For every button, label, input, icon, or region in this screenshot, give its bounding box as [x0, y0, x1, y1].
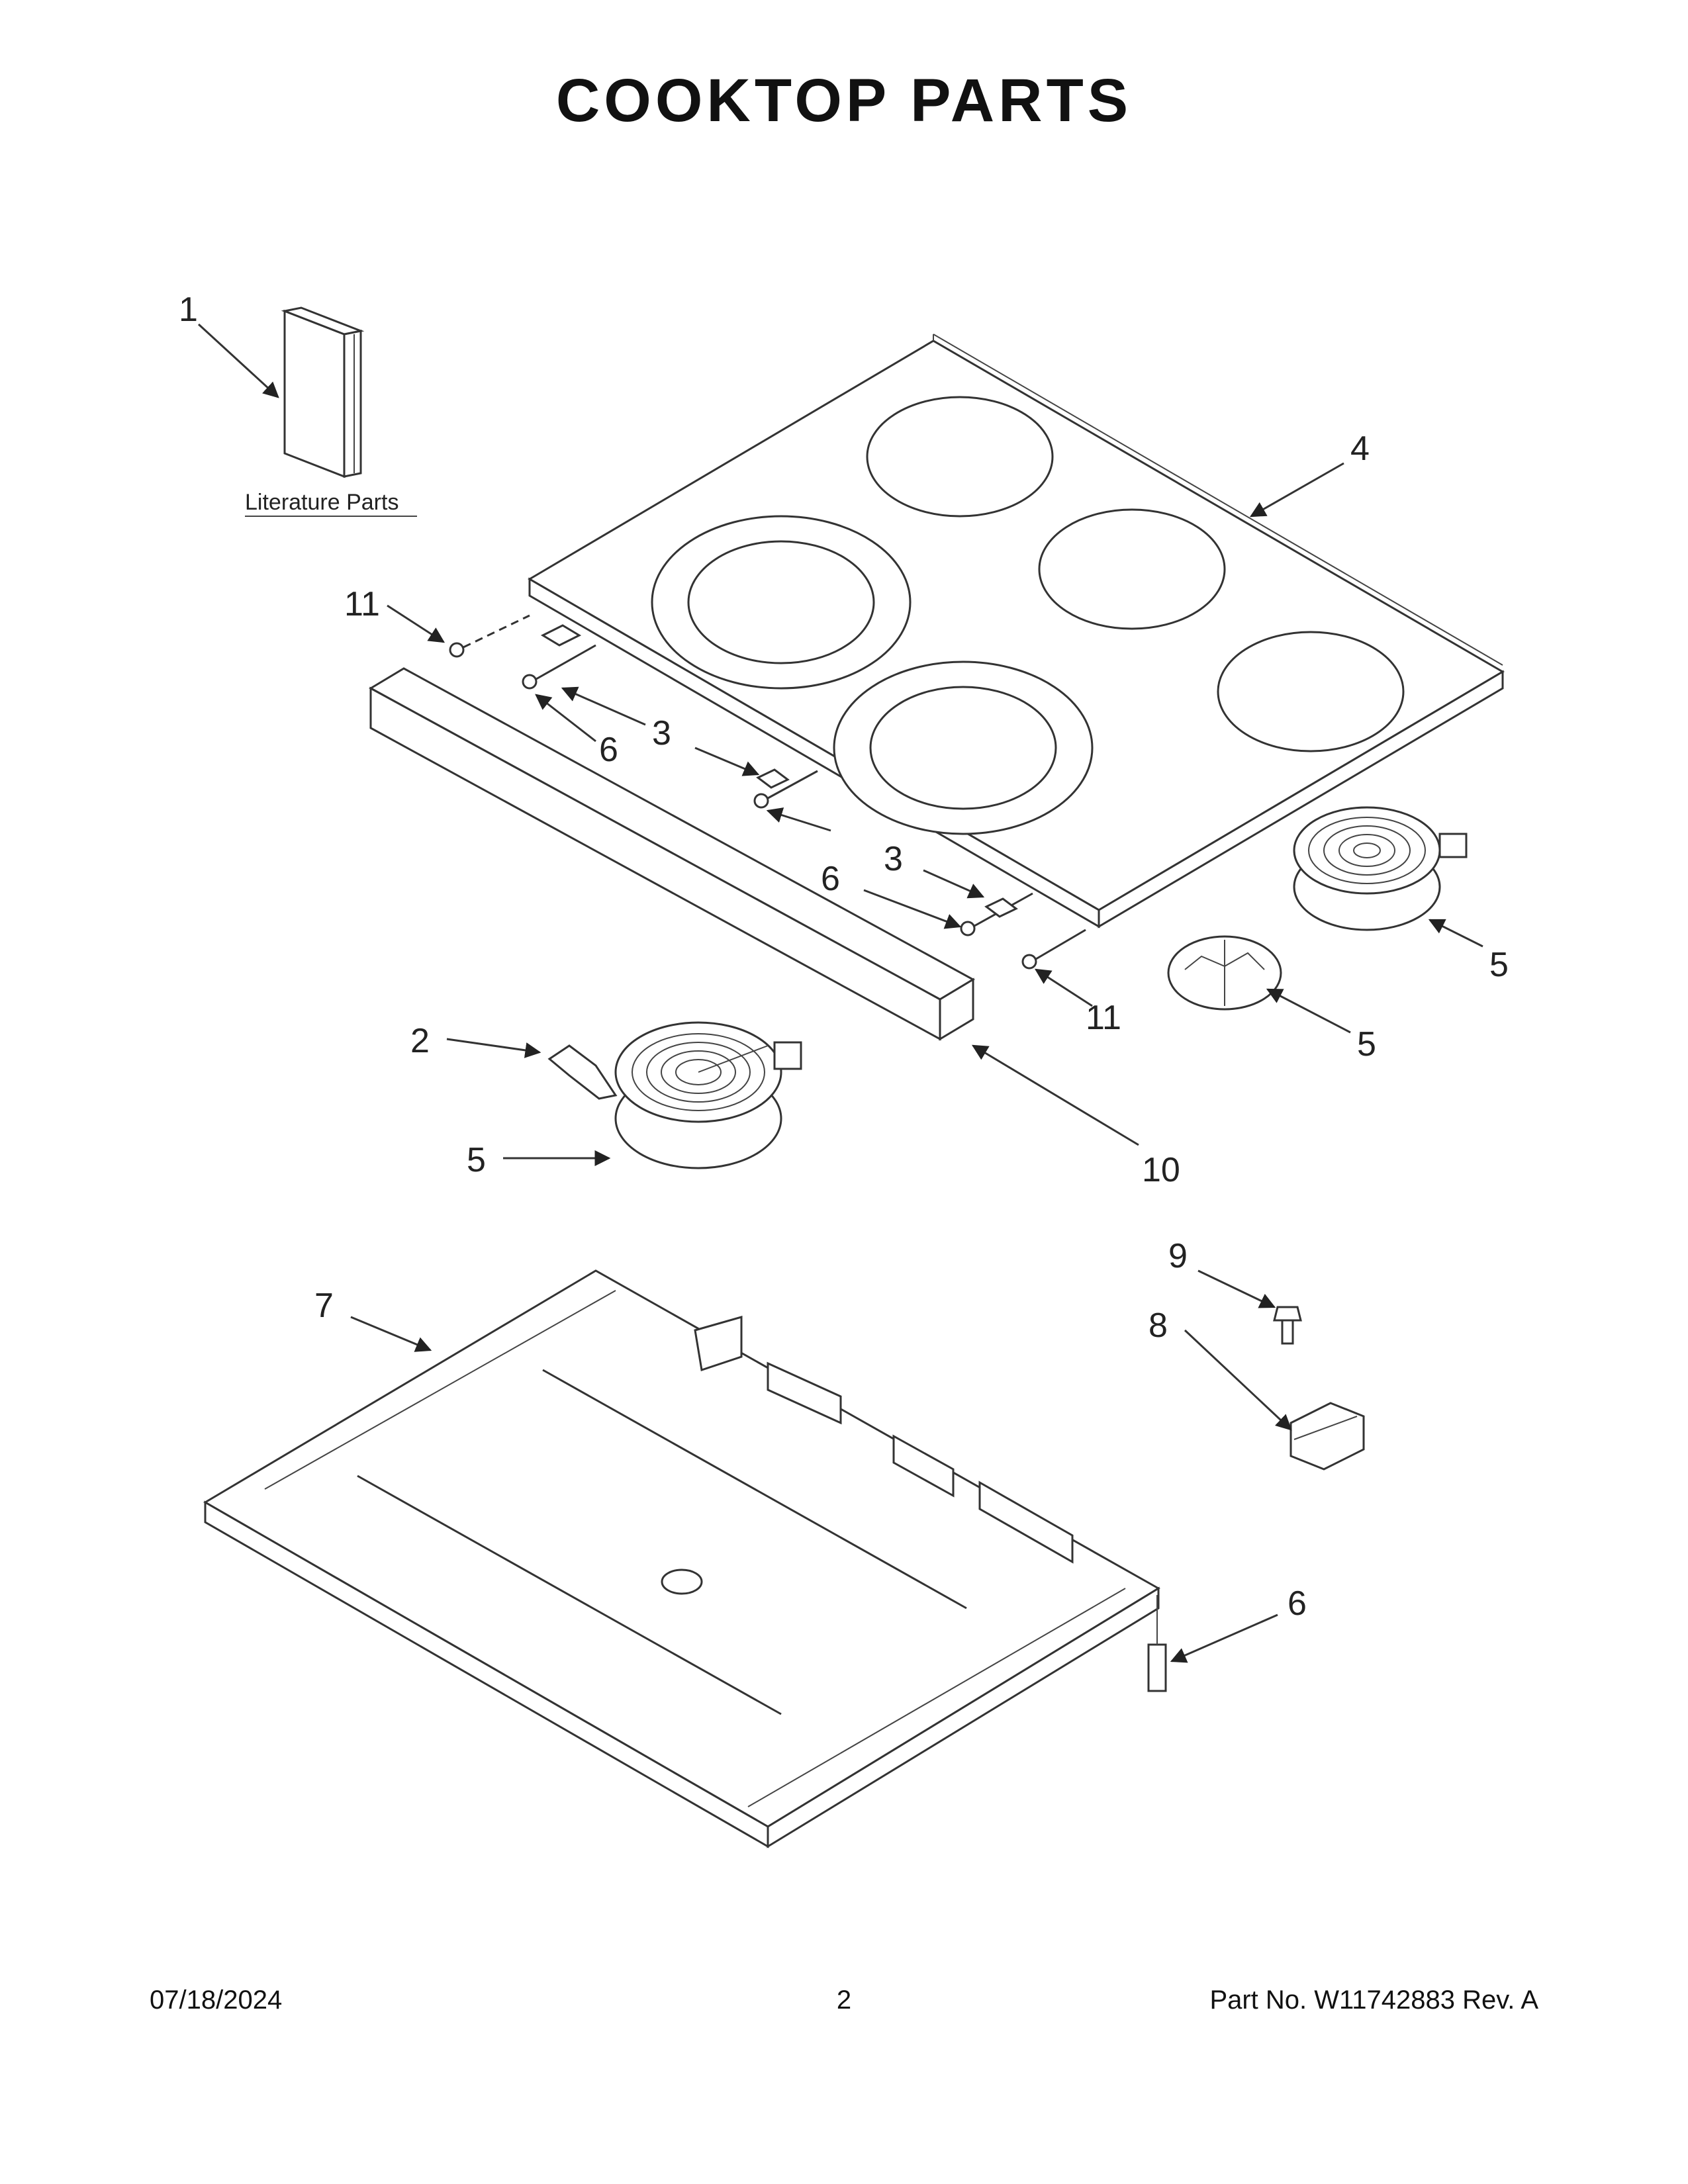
- callout-3-right: 3: [884, 840, 903, 878]
- callout-4: 4: [1350, 430, 1370, 468]
- front-trim: [368, 667, 976, 1041]
- callout-7: 7: [314, 1287, 334, 1325]
- footer-page-number: 2: [836, 1985, 852, 2015]
- callout-3-left: 3: [652, 714, 671, 752]
- radiant-element-rear-right: [1293, 806, 1468, 931]
- callout-11-left: 11: [344, 585, 380, 623]
- footer-part-number: Part No. W11742883 Rev. A: [1209, 1985, 1538, 2015]
- footer-date: 07/18/2024: [150, 1985, 283, 2015]
- callout-10: 10: [1142, 1151, 1180, 1189]
- cooktop-glass: [528, 334, 1505, 929]
- literature-parts-booklet: [281, 306, 365, 478]
- callout-6-middle: 6: [821, 860, 840, 898]
- callout-6-bottom: 6: [1288, 1584, 1307, 1623]
- callout-11-right: 11: [1086, 999, 1121, 1037]
- page-title: COOKTOP PARTS: [555, 67, 1133, 134]
- radiant-element-front-left: [614, 1021, 802, 1169]
- callout-8: 8: [1149, 1306, 1168, 1345]
- element-bracket: [547, 1044, 618, 1100]
- literature-label: Literature Parts: [245, 490, 399, 515]
- callout-1: 1: [179, 291, 198, 329]
- leader-lines: [197, 323, 1483, 1663]
- callout-2: 2: [410, 1022, 430, 1060]
- callout-5-insulator: 5: [1357, 1025, 1376, 1064]
- callout-6-left: 6: [599, 731, 618, 769]
- mounting-bracket: [1289, 1402, 1365, 1471]
- element-insulator: [1167, 935, 1282, 1011]
- callout-5-rear: 5: [1489, 946, 1509, 984]
- burner-box: [203, 1269, 1160, 1848]
- bracket-screw: [1273, 1306, 1302, 1345]
- leveling-screw: [1147, 1595, 1167, 1692]
- callout-9: 9: [1168, 1237, 1188, 1275]
- callout-5-front: 5: [467, 1141, 486, 1179]
- screws-and-clips: [449, 614, 1086, 970]
